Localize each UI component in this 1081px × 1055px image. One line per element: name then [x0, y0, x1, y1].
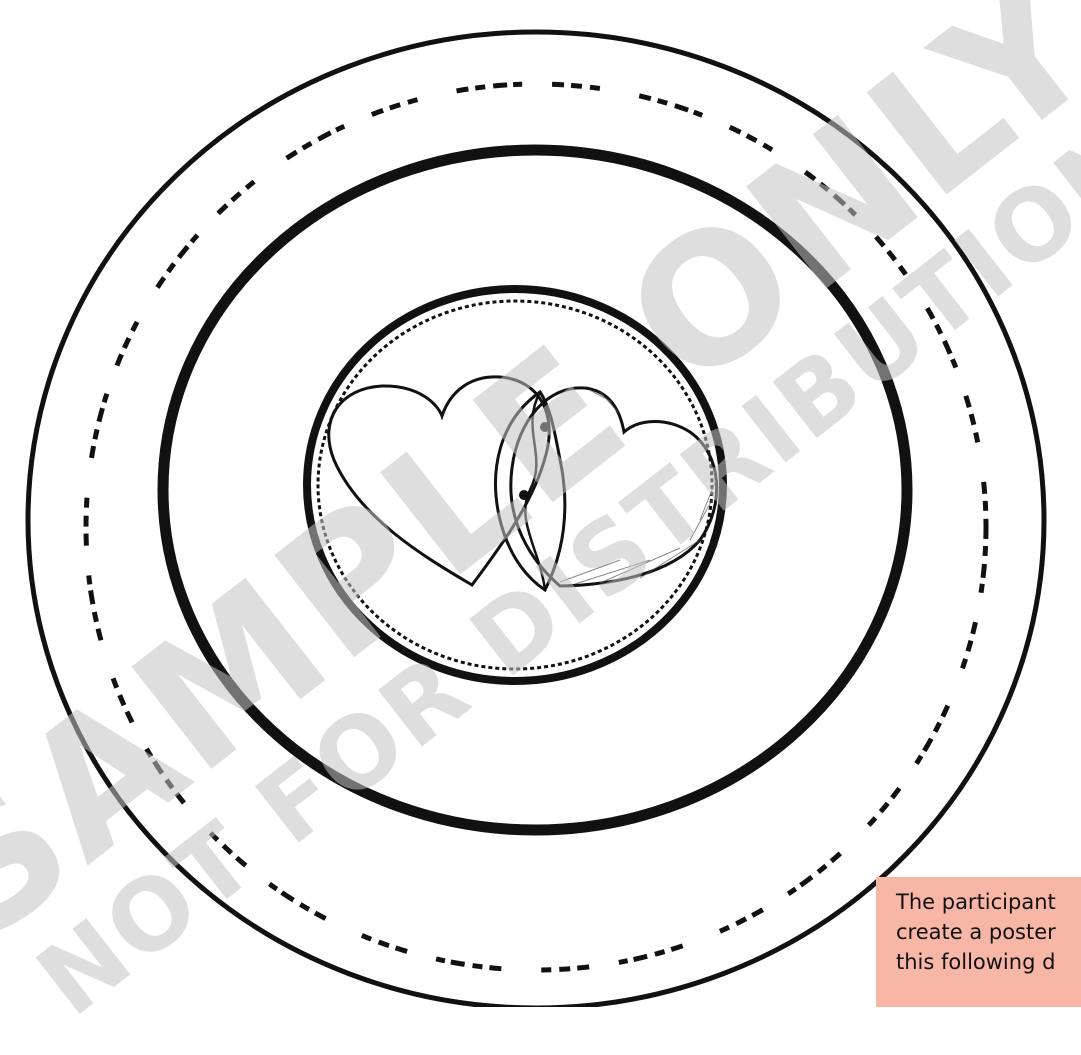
mandala-drawing [0, 0, 1081, 1007]
heart-shading [560, 390, 716, 584]
caption-box: The participant create a poster this fol… [876, 877, 1081, 1007]
thick-ring [163, 150, 907, 830]
inner-circle [307, 289, 723, 681]
inner-scalloped-circle [318, 301, 712, 669]
left-heart-icon [329, 377, 549, 585]
dashed-ring [86, 84, 986, 970]
caption-text: The participant create a poster this fol… [896, 887, 1081, 977]
right-heart-icon [511, 388, 717, 586]
outer-ring [28, 32, 1044, 1007]
